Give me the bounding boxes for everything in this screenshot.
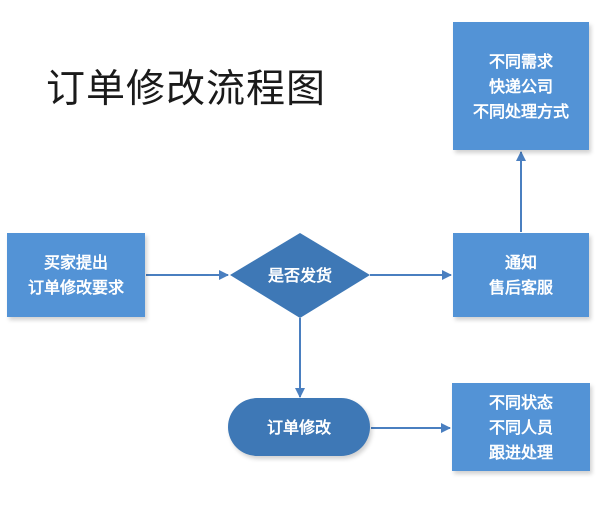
start-node: 买家提出 订单修改要求	[7, 233, 145, 317]
bottom-line-1: 不同状态	[488, 392, 553, 412]
modify-node: 订单修改	[228, 398, 370, 456]
decision-diamond	[230, 233, 370, 318]
notify-line-1: 通知	[504, 253, 537, 272]
bottom-line-3: 跟进处理	[488, 442, 553, 462]
bottom-node: 不同状态 不同人员 跟进处理	[452, 383, 590, 471]
decision-label: 是否发货	[267, 266, 332, 285]
top-line-1: 不同需求	[488, 51, 553, 71]
notify-node: 通知 售后客服	[453, 233, 589, 317]
modify-label: 订单修改	[266, 417, 331, 437]
start-line-2: 订单修改要求	[27, 278, 124, 297]
bottom-line-2: 不同人员	[488, 417, 553, 437]
start-line-1: 买家提出	[43, 253, 108, 272]
diagram-title: 订单修改流程图	[46, 67, 327, 112]
notify-line-2: 售后客服	[488, 278, 553, 297]
top-node: 不同需求 快递公司 不同处理方式	[453, 22, 589, 150]
top-line-2: 快递公司	[488, 76, 553, 96]
top-line-3: 不同处理方式	[472, 101, 569, 121]
